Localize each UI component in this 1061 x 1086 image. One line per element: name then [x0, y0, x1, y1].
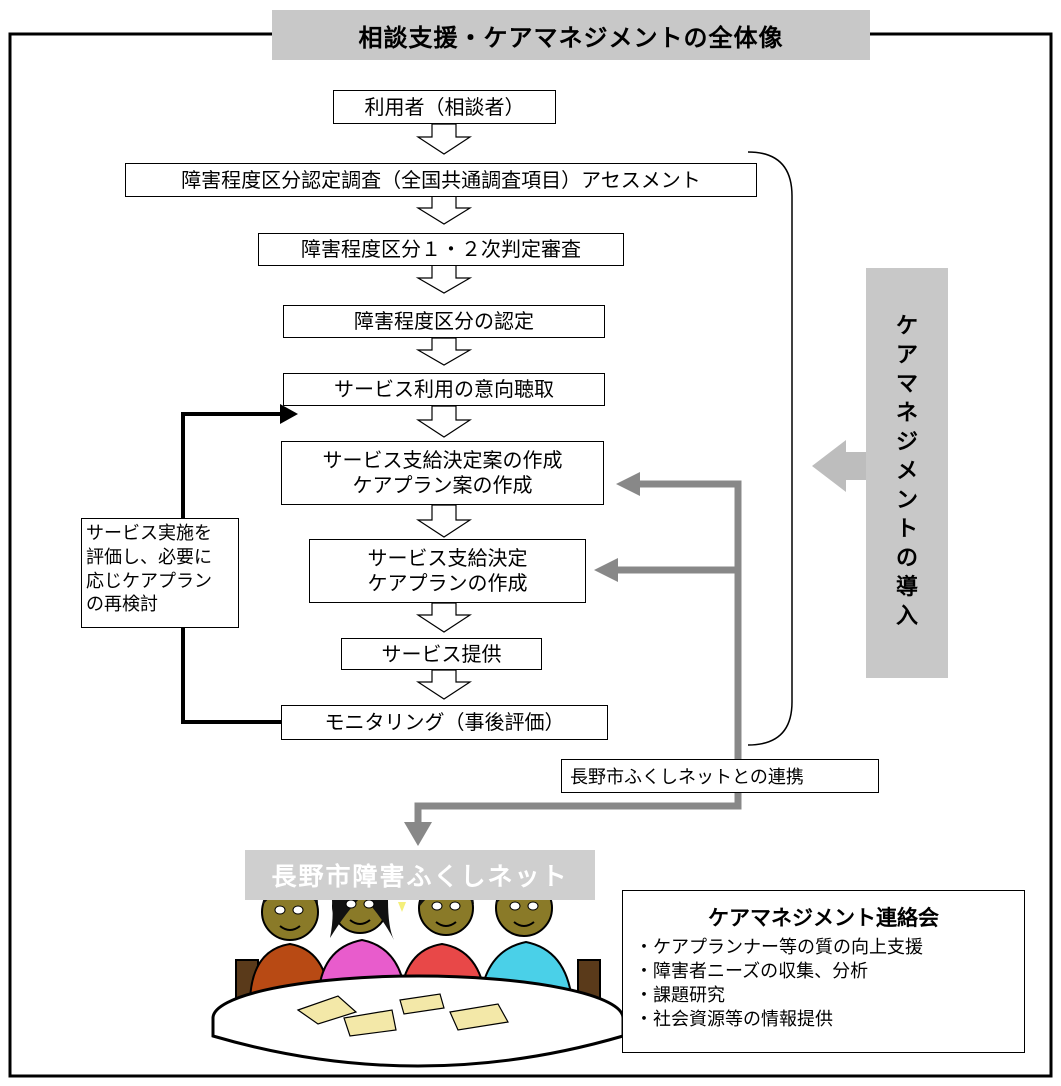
step-assessment: 障害程度区分認定調査（全国共通調査項目）アセスメント: [125, 163, 757, 197]
down-arrow-7: [415, 602, 473, 633]
care-management-intro-panel: ケ ア マ ネ ジ メ ン ト の 導 入: [866, 268, 948, 678]
step-certification: 障害程度区分の認定: [283, 305, 605, 338]
council-title: ケアマネジメント連絡会: [708, 906, 939, 930]
step-intention: サービス利用の意向聴取: [283, 373, 605, 406]
step-service: サービス提供: [341, 638, 542, 670]
council-list: ・ケアプランナー等の質の向上支援 ・障害者ニーズの収集、分析 ・課題研究 ・社会…: [623, 936, 1024, 1032]
council-item: ・課題研究: [635, 985, 725, 1006]
vertical-char: ネ: [895, 401, 918, 426]
gray-arrowhead-1: [616, 472, 640, 496]
network-link-label: 長野市ふくしネットとの連携: [561, 759, 879, 793]
feedback-note-line1: サービス実施を: [86, 523, 212, 544]
flow-arrows: [415, 123, 473, 700]
vertical-char: 入: [895, 604, 918, 629]
page-title: 相談支援・ケアマネジメントの全体像: [272, 10, 870, 60]
feedback-arrowhead: [280, 404, 298, 424]
step-user: 利用者（相談者）: [333, 90, 556, 124]
gray-connectors: [414, 480, 742, 825]
feedback-note-line4: の再検討: [86, 594, 158, 616]
council-item: ・障害者ニーズの収集、分析: [635, 961, 869, 982]
intro-arrow: [812, 440, 866, 492]
vertical-char: ト: [895, 517, 918, 542]
down-arrow-8: [415, 669, 473, 700]
vertical-char: ン: [895, 488, 918, 513]
step-judgement: 障害程度区分１・２次判定審査: [258, 233, 624, 266]
gray-arrowhead-3: [404, 822, 432, 846]
vertical-char: の: [895, 546, 918, 571]
vertical-char: メ: [895, 459, 918, 484]
down-arrow-2: [415, 195, 473, 225]
step-draft-plan-line1: サービス支給決定案の作成: [322, 448, 563, 472]
step-decision: サービス支給決定 ケアプランの作成: [309, 539, 586, 603]
step-decision-line1: サービス支給決定: [367, 546, 528, 570]
council-box: ケアマネジメント連絡会 ・ケアプランナー等の質の向上支援 ・障害者ニーズの収集、…: [622, 890, 1025, 1053]
meeting-illustration: [211, 873, 625, 1068]
vertical-char: ジ: [895, 430, 918, 455]
network-title: 長野市障害ふくしネット: [245, 850, 595, 900]
step-draft-plan-line2: ケアプラン案の作成: [352, 473, 533, 497]
vertical-char: ア: [895, 343, 918, 368]
down-arrow-3: [415, 264, 473, 294]
down-arrow-4: [415, 337, 473, 366]
gray-arrowhead-2: [594, 558, 618, 582]
vertical-char: 導: [895, 575, 918, 600]
down-arrow-5: [415, 405, 473, 438]
feedback-note-line2: 評価し、必要に: [86, 546, 212, 568]
step-monitoring: モニタリング（事後評価）: [281, 705, 608, 740]
council-item: ・社会資源等の情報提供: [635, 1009, 833, 1030]
outer-frame: [8, 32, 1053, 1078]
down-arrow-1: [415, 123, 473, 155]
vertical-char: マ: [895, 372, 918, 397]
step-draft-plan: サービス支給決定案の作成 ケアプラン案の作成: [281, 441, 604, 505]
feedback-note-line3: 応じケアプラン: [86, 570, 212, 592]
down-arrow-6: [415, 504, 473, 538]
council-item: ・ケアプランナー等の質の向上支援: [635, 937, 923, 958]
right-brace: [747, 151, 793, 746]
step-decision-line2: ケアプランの作成: [367, 571, 528, 595]
feedback-note: サービス実施を 評価し、必要に 応じケアプラン の再検討: [81, 518, 239, 628]
vertical-char: ケ: [895, 314, 918, 339]
